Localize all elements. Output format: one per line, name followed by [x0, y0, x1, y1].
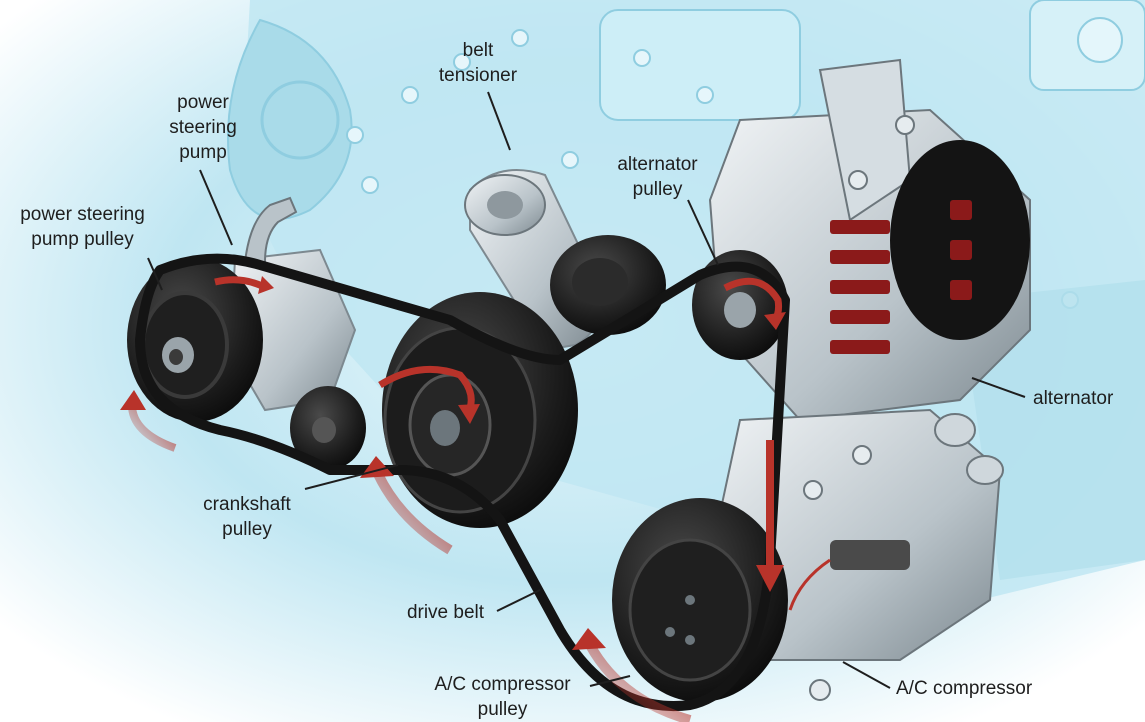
ac-compressor-pulley	[612, 498, 788, 702]
ac-compressor-label-line: A/C compressor	[896, 678, 1033, 699]
leader-lines	[147, 91, 1026, 689]
belt-tensioner-label-line: tensioner	[438, 65, 518, 86]
crankshaft-pulley-label: crankshaft pulley	[188, 492, 306, 542]
crankshaft-pulley	[382, 292, 578, 528]
alternator-pulley-label-line: alternator	[617, 154, 698, 175]
power-steering-pump-label-line: pump	[179, 142, 227, 163]
power-steering-pump-label-line: power	[177, 92, 229, 113]
alternator	[708, 58, 1031, 422]
ac-compressor-label: A/C compressor	[896, 676, 1061, 701]
drive-belt-label: drive belt	[393, 600, 498, 625]
alternator-label: alternator	[1033, 386, 1138, 411]
drive-belt-label-line: drive belt	[406, 602, 485, 623]
power-steering-pump-pulley-label-line: power steering	[20, 204, 145, 225]
power-steering-pump-label: power steering pump	[148, 90, 258, 165]
power-steering-pump-pulley	[127, 258, 263, 422]
power-steering-pump-label-line: steering	[169, 117, 237, 138]
idler-pulley	[290, 386, 366, 470]
belt-tensioner-label: belt tensioner	[418, 38, 538, 88]
alternator-pulley-label: alternator pulley	[600, 152, 715, 202]
ac-compressor-pulley-label-line: A/C compressor	[434, 674, 571, 695]
crankshaft-pulley-label-line: crankshaft	[203, 494, 291, 515]
crankshaft-pulley-label-line: pulley	[222, 519, 272, 540]
power-steering-pump-pulley-label: power steering pump pulley	[0, 202, 165, 252]
rotation-arrows	[120, 276, 786, 722]
alternator-label-line: alternator	[1033, 388, 1114, 409]
ac-compressor-pulley-label: A/C compressor pulley	[415, 672, 590, 722]
power-steering-pump-pulley-label-line: pump pulley	[31, 229, 134, 250]
ac-compressor-pulley-label-line: pulley	[477, 699, 528, 720]
alternator-pulley-label-line: pulley	[632, 179, 683, 200]
belt-tensioner-label-line: belt	[462, 40, 494, 61]
